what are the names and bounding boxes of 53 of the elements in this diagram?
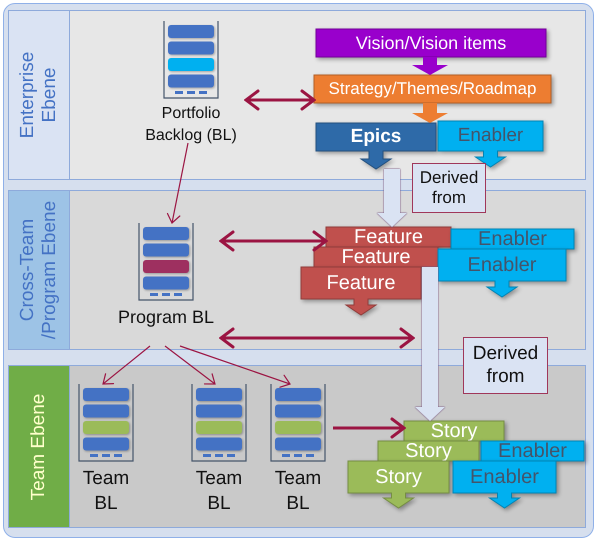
item-card [404, 421, 504, 441]
down-arrow-callout [348, 461, 449, 508]
level-band [8, 365, 586, 528]
backlog-label: Team BL [82, 467, 130, 516]
card-label: Enabler [456, 124, 524, 148]
card-label: Enabler [466, 253, 538, 278]
card-label: Story [404, 441, 452, 461]
arrow [102, 346, 150, 385]
level-label: Cross-Team /Program Ebene [17, 200, 61, 342]
note-text: Derived from [472, 342, 540, 388]
backlog-label: Portfolio Backlog (BL) [144, 104, 238, 146]
block-arrow [415, 267, 445, 421]
card-label: Story [374, 465, 423, 490]
down-arrow-callout [453, 461, 556, 508]
item-card [316, 29, 546, 57]
item-card [314, 75, 551, 103]
double-arrow [220, 230, 328, 252]
block-arrow [412, 57, 448, 75]
down-arrow-callout [438, 121, 543, 167]
arrow [164, 346, 216, 385]
card-label: Strategy/Themes/Roadmap [328, 78, 538, 100]
down-arrow-callout [438, 249, 566, 297]
item-card [481, 441, 584, 461]
item-card [451, 229, 574, 249]
arrow [333, 418, 406, 438]
arrow [180, 345, 291, 388]
card-label: Story [430, 421, 478, 441]
card-label: Enabler [497, 441, 568, 461]
item-card [314, 247, 438, 267]
card-label: Vision/Vision items [354, 32, 508, 55]
double-arrow [244, 90, 316, 110]
backlog-label: Program BL [116, 306, 216, 329]
card-label: Enabler [477, 229, 548, 249]
block-arrow [412, 103, 448, 123]
backlog-label: Team BL [194, 467, 244, 516]
arrow [166, 142, 189, 224]
level-label: Enterprise Ebene [17, 50, 61, 140]
note-text: Derived from [418, 168, 480, 208]
card-label: Epics [350, 125, 402, 149]
card-label: Feature [340, 247, 412, 267]
card-label: Feature [353, 227, 424, 247]
double-arrow [220, 328, 414, 348]
down-arrow-callout [301, 267, 421, 315]
backlog-label: Team BL [274, 467, 322, 516]
block-arrow [377, 169, 407, 227]
item-card [326, 227, 451, 247]
down-arrow-callout [316, 123, 436, 169]
card-label: Feature [326, 271, 396, 296]
item-card [378, 441, 479, 461]
note-box [463, 337, 548, 394]
note-box [412, 163, 486, 213]
level-label: Team Ebene [28, 392, 50, 502]
card-label: Enabler [469, 465, 540, 490]
